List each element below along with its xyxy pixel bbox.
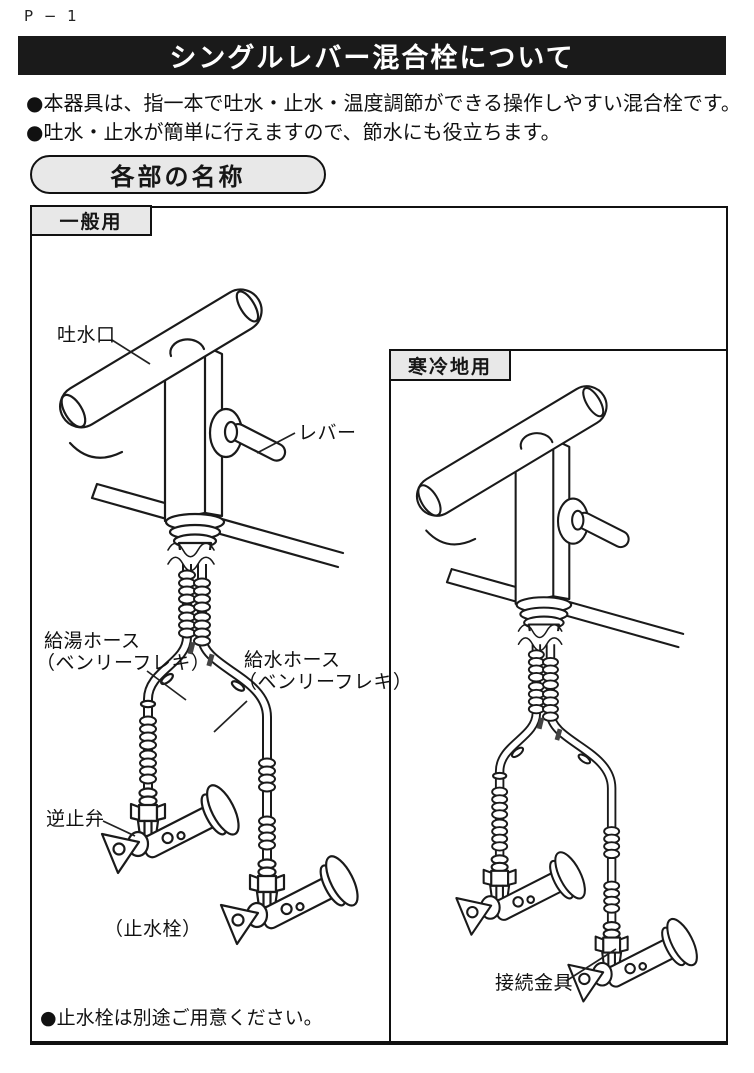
label-hot-hose-2: （ベンリーフレキ） (36, 652, 211, 674)
page-title: シングルレバー混合栓について (169, 43, 575, 74)
label-check-valve: 逆止弁 (46, 808, 105, 830)
intro-bullet-2: ●吐水・止水が簡単に行えますので、節水にも役立ちます。 (26, 120, 561, 144)
label-fitting: 接続金具 (495, 972, 574, 994)
section-title: 各部の名称 (110, 163, 246, 191)
intro-bullet-1: ●本器具は、指一本で吐水・止水・温度調節ができる操作しやすい混合栓です。 (26, 91, 741, 115)
general-use-tab-label: 一般用 (59, 211, 123, 233)
label-spout: 吐水口 (57, 324, 116, 346)
cold-region-box (389, 349, 728, 1043)
title-banner: シングルレバー混合栓について (18, 36, 726, 75)
page-number: P − 1 (24, 7, 80, 25)
stop-valve-note: ●止水栓は別途ご用意ください。 (40, 1007, 323, 1029)
cold-region-tab-label: 寒冷地用 (407, 355, 492, 378)
label-supply-hose-2: （ベンリーフレキ） (238, 671, 413, 693)
general-use-tab: 一般用 (30, 205, 152, 236)
label-supply-hose-1: 給水ホース (244, 649, 341, 671)
cold-region-tab: 寒冷地用 (389, 349, 511, 381)
section-title-pill: 各部の名称 (30, 155, 326, 194)
label-lever: レバー (298, 422, 357, 444)
label-stop-valve: （止水栓） (104, 918, 202, 940)
faucet-diagram-cold-region (398, 382, 718, 1040)
label-hot-hose-1: 給湯ホース (44, 630, 141, 652)
